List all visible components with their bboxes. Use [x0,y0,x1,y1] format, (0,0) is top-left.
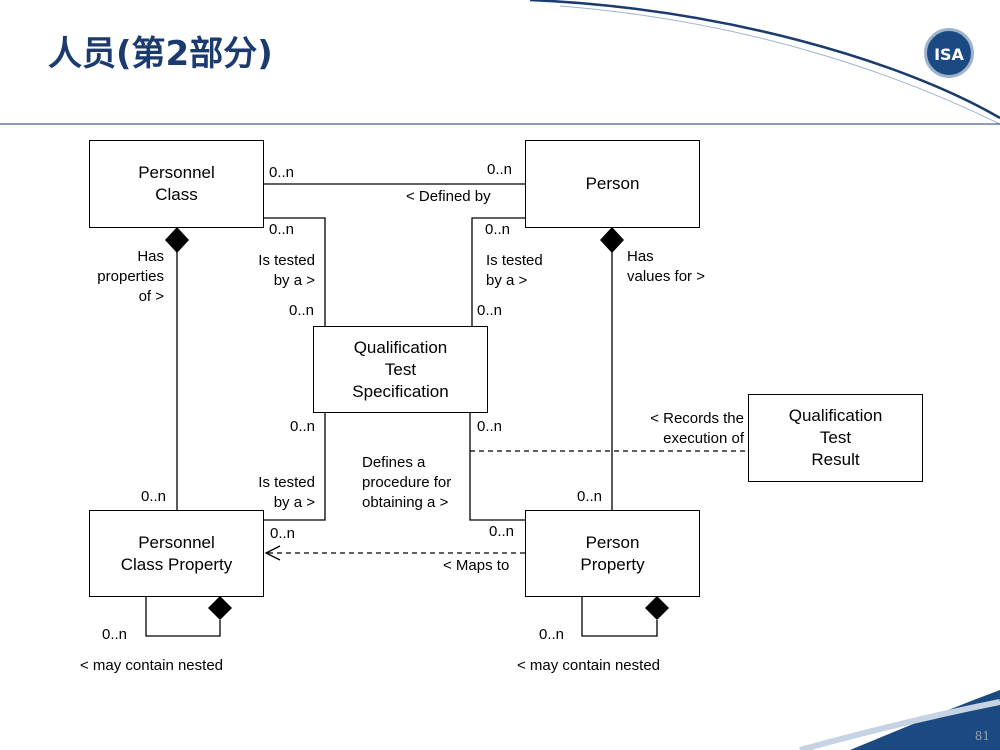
line-qts-pp [469,412,525,521]
isa-logo: ISA [924,28,974,78]
label-person-is-tested: Is tested by a > [486,252,543,289]
bottom-swoosh-light [799,699,1000,750]
label-defines-procedure: Defines a procedure for obtaining a > [362,454,452,511]
mult-pcp-top: 0..n [141,488,167,505]
line-pcp-nested [145,597,221,637]
mult-pc-qts-top: 0..n [269,221,295,238]
slide-title: 人员(第2部分) [48,34,273,74]
diamond-pp-nested [645,596,669,620]
label-pcp-is-tested: Is tested by a > [258,474,315,511]
label-pcp-may-contain-nested: < may contain nested [80,657,224,674]
label-pp-may-contain-nested: < may contain nested [517,657,661,674]
mult-pc-qts-bottom: 0..n [289,302,315,319]
box-personnel-class: Personnel Class [89,140,264,228]
mult-qts-pcp-bottom: 0..n [270,525,296,542]
diamond-pcp-nested [208,596,232,620]
mult-pcp-nested: 0..n [102,626,128,643]
label-defined-by: < Defined by [406,188,491,205]
mult-person-qts-bottom: 0..n [477,302,503,319]
box-personnel-class-property: Personnel Class Property [89,510,264,597]
label-has-properties-of: Has properties of > [97,248,164,305]
mult-qts-pp-top: 0..n [477,418,503,435]
label-has-values-for: Has values for > [627,248,705,285]
arrowhead-maps-to [264,545,281,561]
label-records-execution: < Records the execution of [650,410,744,447]
diamond-pc-composition [165,227,189,253]
top-swoosh-line [529,0,1000,120]
line-pc-qts [264,217,326,326]
mult-pc-person-right: 0..n [487,161,513,178]
mult-pp-top: 0..n [577,488,603,505]
box-qualification-test-specification: Qualification Test Specification [313,326,488,413]
mult-pc-person-left: 0..n [269,164,295,181]
mult-qts-pcp-top: 0..n [290,418,316,435]
mult-pp-nested: 0..n [539,626,565,643]
page-number: 81 [974,729,990,743]
mult-person-qts-top: 0..n [485,221,511,238]
mult-qts-pp-bottom: 0..n [489,523,515,540]
label-maps-to: < Maps to [443,557,510,574]
box-qualification-test-result: Qualification Test Result [748,394,923,482]
line-pp-nested [581,597,658,637]
line-qts-pcp [264,412,326,521]
label-pc-is-tested: Is tested by a > [258,252,315,289]
line-person-qts [471,217,525,326]
diamond-person-composition [600,227,624,253]
top-swoosh-thin [559,5,1000,125]
box-person: Person [525,140,700,228]
isa-logo-text: ISA [934,45,964,64]
box-person-property: Person Property [525,510,700,597]
